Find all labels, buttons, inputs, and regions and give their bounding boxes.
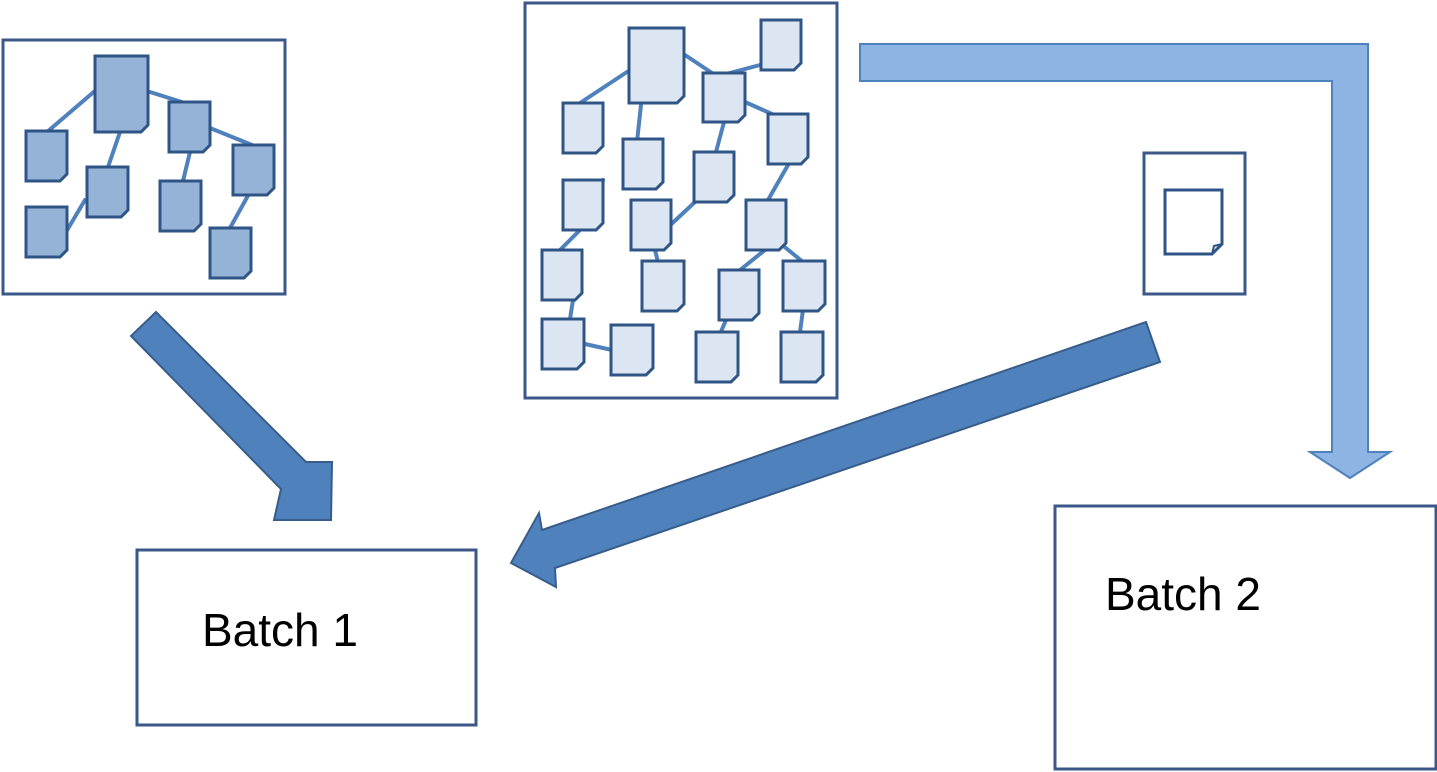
document-icon — [208, 226, 253, 280]
batch-2-box: Batch 2 — [1053, 504, 1437, 771]
document-icon — [779, 330, 825, 384]
document-icon — [781, 259, 827, 313]
document-icon — [24, 129, 69, 183]
arrow-small-tree-to-batch1 — [129, 310, 334, 521]
document-icon — [692, 150, 736, 204]
document-icon — [561, 101, 605, 155]
batch-1-box: Batch 1 — [135, 548, 478, 727]
batch-1-frame — [135, 548, 478, 727]
document-icon — [540, 317, 586, 371]
document-icon — [766, 112, 810, 166]
document-icon — [640, 259, 686, 313]
doc-group-small-tree — [24, 54, 276, 280]
document-icon — [231, 143, 276, 197]
document-icon — [629, 198, 673, 252]
document-icon — [759, 18, 803, 72]
single-document — [1163, 188, 1224, 256]
document-icon — [694, 330, 740, 384]
document-icon — [167, 100, 212, 154]
document-icon — [627, 26, 686, 105]
document-icon — [158, 179, 203, 233]
batch-2-frame — [1053, 504, 1437, 771]
batch-2-label: Batch 2 — [1105, 568, 1261, 620]
document-icon — [1163, 188, 1224, 256]
document-icon — [561, 178, 605, 232]
document-icon — [540, 248, 584, 302]
document-icon — [621, 137, 665, 191]
document-icon — [717, 268, 761, 322]
document-icon — [609, 323, 655, 377]
document-fold — [1211, 243, 1223, 255]
document-icon — [24, 205, 69, 259]
arrow-single-doc-to-batch1 — [509, 320, 1162, 589]
document-icon — [93, 54, 150, 134]
document-icon — [744, 198, 788, 252]
arrow-large-graph-to-batch2 — [859, 43, 1394, 480]
document-icon — [701, 71, 747, 124]
batch-1-label: Batch 1 — [202, 604, 358, 656]
document-icon — [85, 165, 130, 219]
doc-group-large-graph — [540, 18, 827, 384]
tree-edges-small — [45, 88, 254, 234]
